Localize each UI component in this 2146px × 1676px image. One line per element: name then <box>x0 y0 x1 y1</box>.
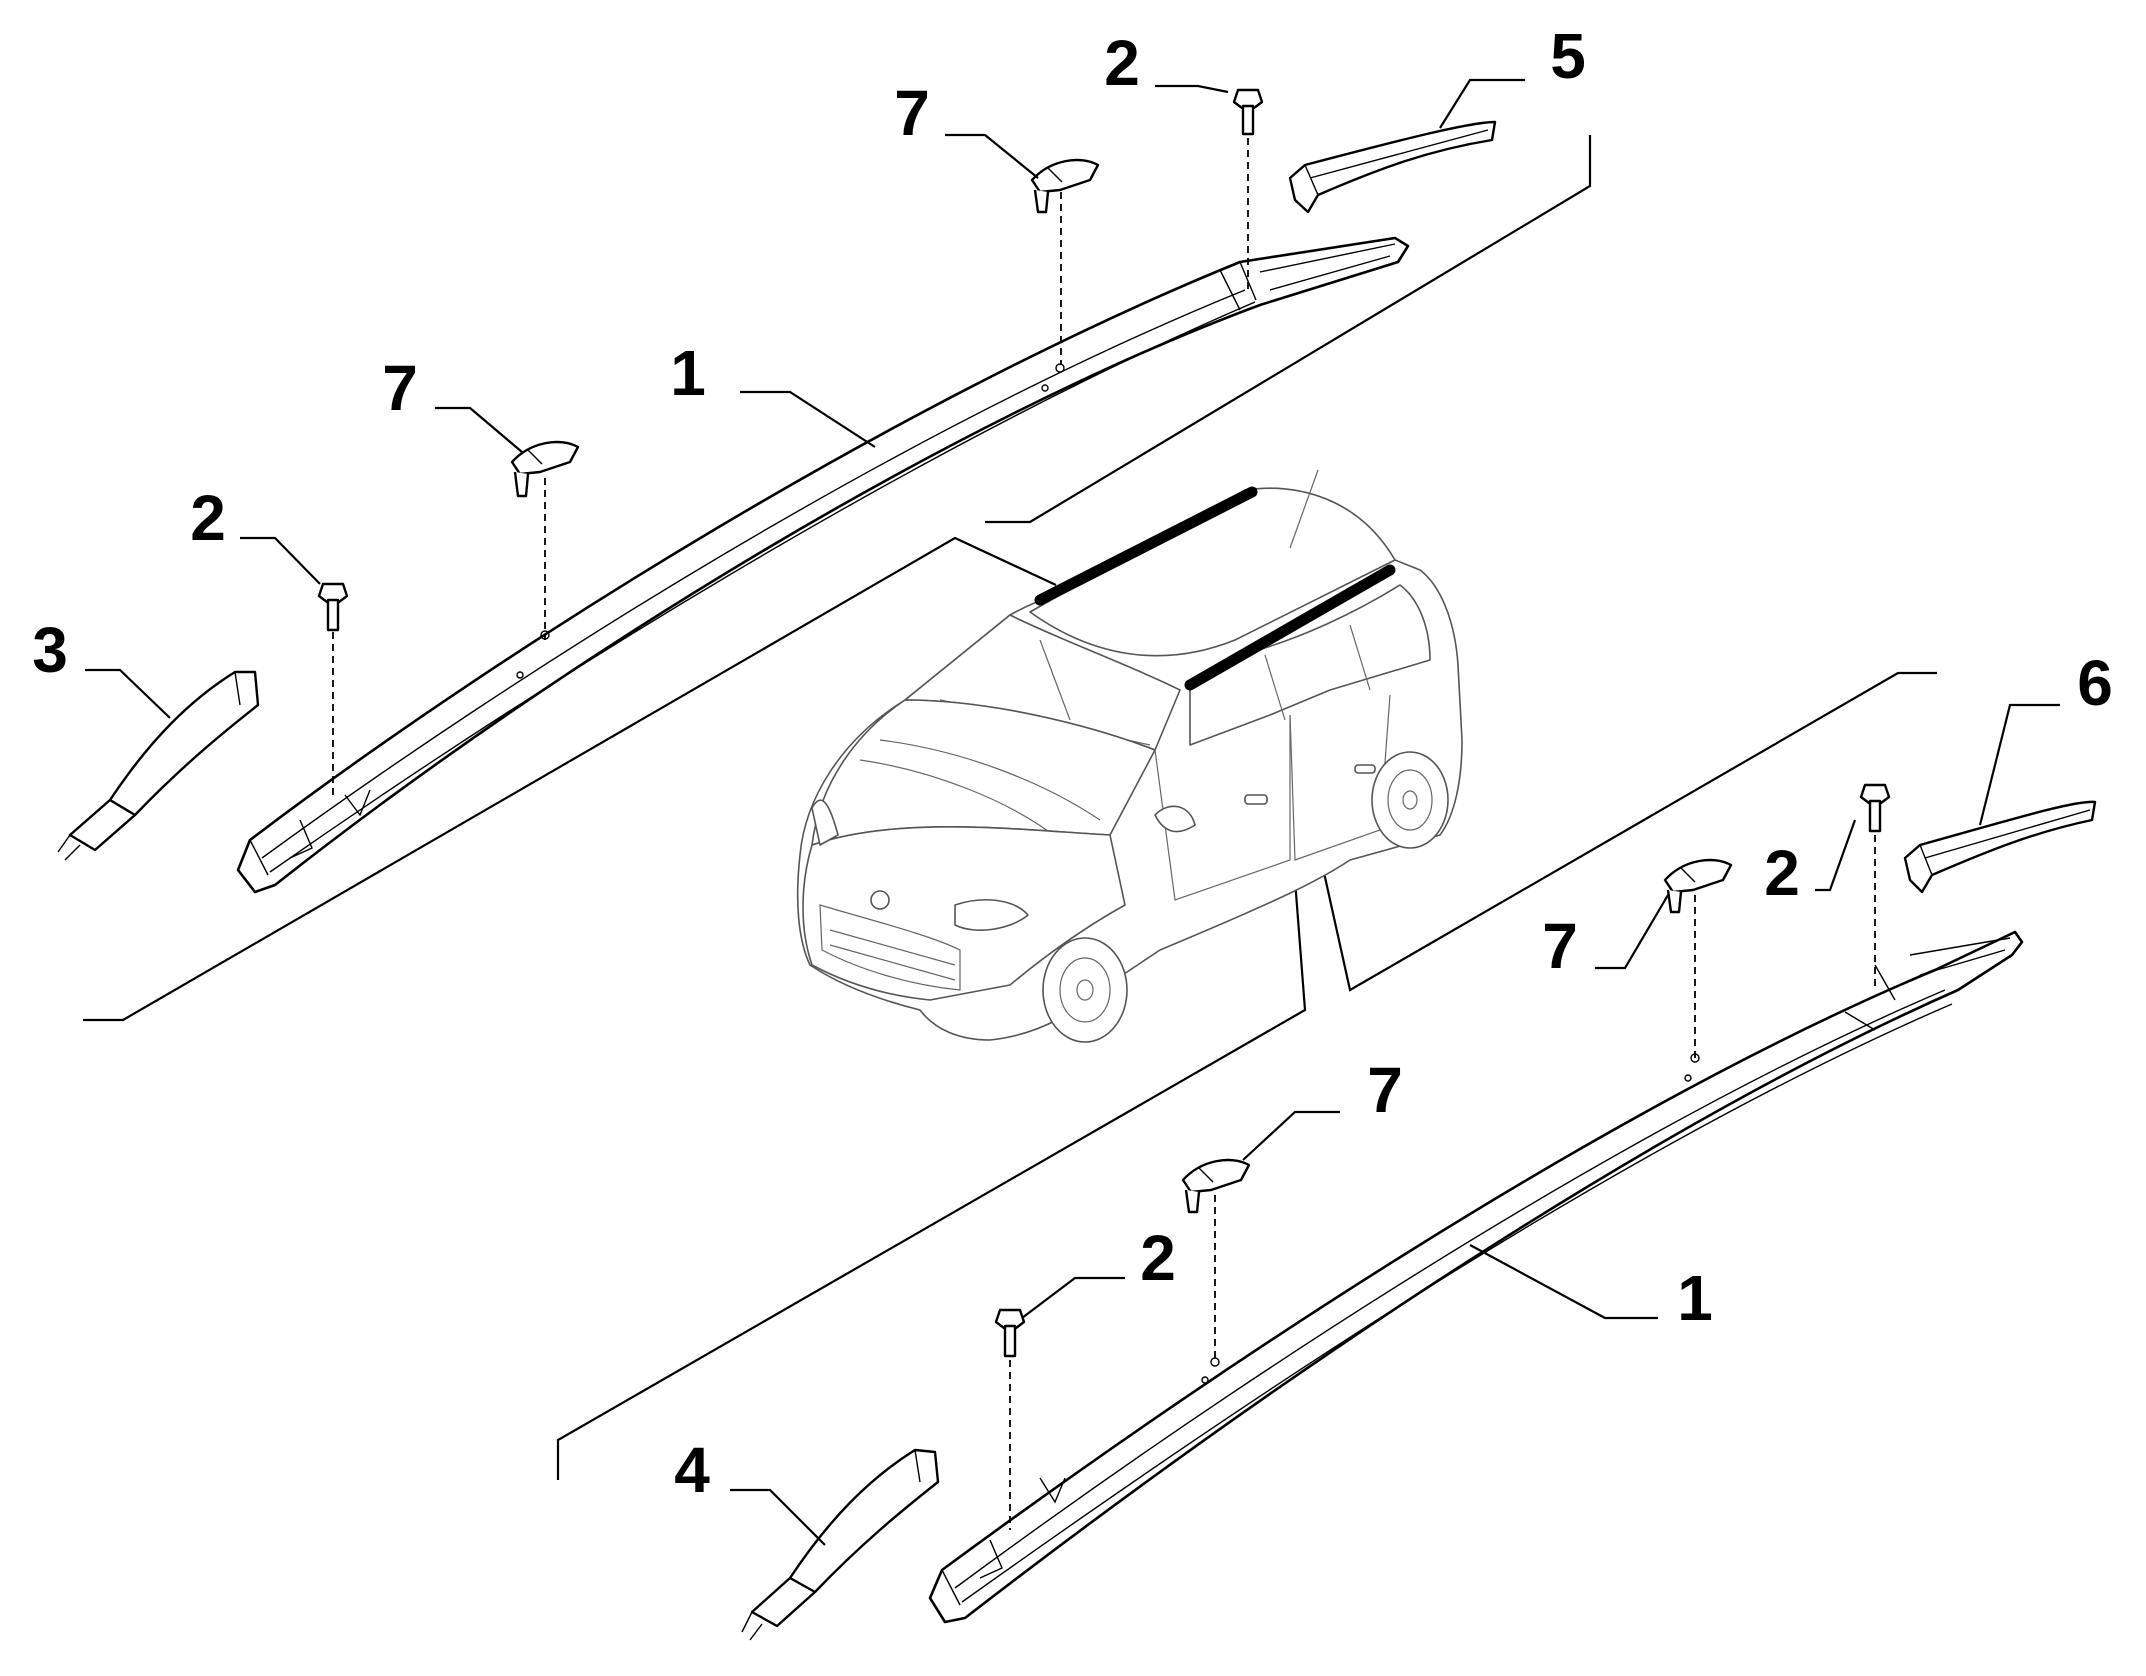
rear-end-cover-right <box>1903 800 2097 894</box>
leader-bottom-rail <box>1469 1244 1658 1320</box>
leader-cover-front-left <box>85 668 171 719</box>
callout-cover-rear-left: 5 <box>1550 20 1586 92</box>
vehicle-illustration <box>796 469 1463 1043</box>
leader-cap-bottom-left <box>1242 1110 1340 1161</box>
callout-cover-front-right: 4 <box>674 1434 710 1506</box>
leader-screw-top-right <box>1155 84 1229 94</box>
screw-bottom-right <box>1859 783 1891 833</box>
callout-screw-bottom-right: 2 <box>1764 837 1800 909</box>
callout-top-rail: 1 <box>670 337 706 409</box>
leader-cap-top-right <box>945 133 1039 179</box>
screw-top-left <box>317 582 349 632</box>
leader-cover-front-right <box>730 1488 826 1546</box>
callout-cover-front-left: 3 <box>32 614 68 686</box>
leader-screw-bottom-right <box>1815 819 1857 892</box>
roof-rail-right <box>928 930 2024 1624</box>
front-end-cover-left <box>57 670 260 861</box>
callout-bottom-rail: 1 <box>1677 1262 1713 1334</box>
callout-screw-bottom-left: 2 <box>1140 1222 1176 1294</box>
callout-cover-rear-right: 6 <box>2077 647 2113 719</box>
vehicle-roof <box>1029 487 1396 657</box>
leader-cap-top-left <box>435 406 523 453</box>
callout-cap-bottom-left: 7 <box>1367 1054 1403 1126</box>
callout-cap-top-right: 7 <box>894 77 930 149</box>
screw-bottom-left <box>994 1308 1026 1358</box>
vehicle-front-wheel <box>1042 937 1128 1043</box>
leader-cap-bottom-right <box>1595 894 1669 970</box>
callout-cap-bottom-right: 7 <box>1542 910 1578 982</box>
end-cap-bottom-right <box>1663 858 1733 914</box>
callout-screw-top-right: 2 <box>1104 27 1140 99</box>
front-end-cover-right <box>741 1448 940 1641</box>
callout-screw-top-left: 2 <box>190 482 226 554</box>
end-cap-top-left <box>510 440 580 498</box>
end-cap-top-right <box>1030 158 1100 214</box>
rear-end-cover-left <box>1288 120 1497 214</box>
leader-screw-bottom-left <box>1021 1276 1125 1319</box>
section-bracket-top <box>83 135 1592 1022</box>
roof-rail-left <box>236 236 1410 894</box>
vehicle-rear-wheel <box>1371 751 1449 849</box>
vehicle-roof-rail-left <box>1034 486 1258 606</box>
vehicle-roof-rail-right <box>1184 564 1396 691</box>
end-cap-bottom-left <box>1181 1158 1251 1214</box>
screw-top-right <box>1232 88 1264 136</box>
leader-top-rail <box>740 390 876 448</box>
leader-cover-rear-left <box>1439 78 1525 129</box>
leader-cover-rear-right <box>1978 703 2060 826</box>
callout-cap-top-left: 7 <box>382 352 418 424</box>
vehicle-side-windows <box>1189 584 1431 746</box>
leader-screw-top-left <box>240 536 321 585</box>
